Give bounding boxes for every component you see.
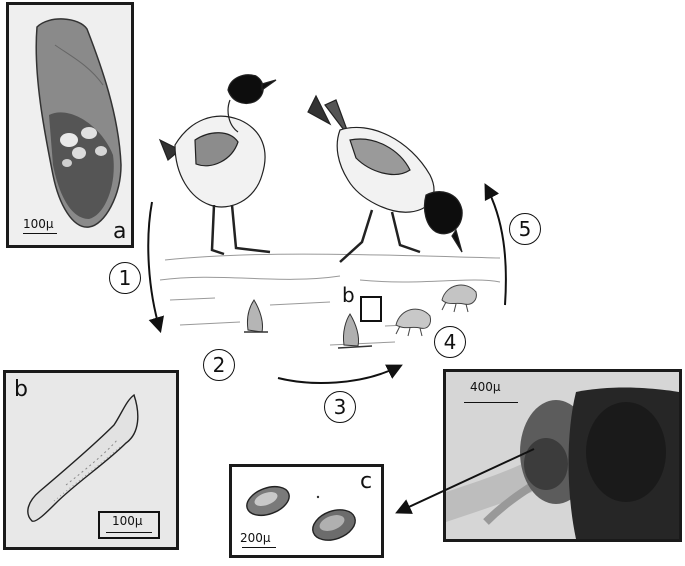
b-marker-box: [361, 297, 381, 321]
step-4: 4: [434, 326, 466, 358]
arrow-5: [486, 186, 506, 305]
crustacean-2: [442, 285, 476, 312]
gull-standing: [160, 75, 276, 254]
step-3: 3: [324, 391, 356, 423]
step-1: 1: [109, 262, 141, 294]
step-5: 5: [509, 213, 541, 245]
arrow-to-c: [398, 449, 534, 512]
crustacean-1: [396, 309, 431, 336]
arrow-3: [278, 366, 400, 383]
snail-1: [244, 300, 268, 332]
scene-marker-label: b: [342, 283, 355, 307]
arrow-1: [148, 202, 160, 330]
step-2: 2: [203, 349, 235, 381]
gull-feeding: [308, 96, 462, 262]
